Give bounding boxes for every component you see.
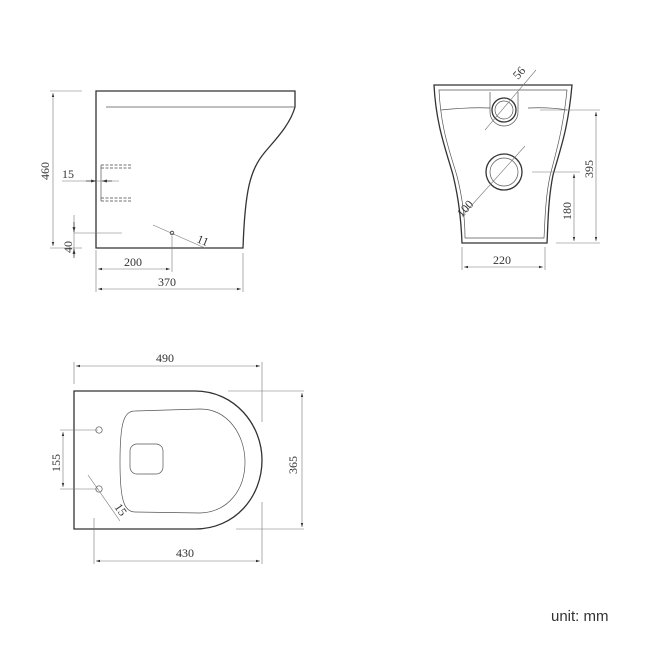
side-view: 460 15 40 11 200 370 bbox=[38, 90, 296, 292]
dim-370-label: 370 bbox=[158, 275, 176, 289]
dim-220-label: 220 bbox=[493, 253, 511, 267]
dim-200-label: 200 bbox=[124, 255, 142, 269]
dim-430-label: 430 bbox=[176, 546, 194, 560]
top-view-outline bbox=[73, 390, 263, 530]
unit-label: unit: mm bbox=[551, 608, 609, 625]
flush-outlet bbox=[129, 443, 164, 475]
dim-15-label: 15 bbox=[62, 167, 74, 181]
dim-155-label: 155 bbox=[49, 454, 63, 472]
side-hole bbox=[169, 230, 175, 236]
dim-395-label: 395 bbox=[582, 160, 596, 178]
back-view-outline bbox=[433, 84, 573, 244]
bowl-outline bbox=[119, 408, 246, 514]
side-view-outline bbox=[95, 90, 296, 249]
pipe-56 bbox=[491, 97, 517, 123]
dim-11-label: 11 bbox=[195, 232, 211, 249]
dim-100-label: 100 bbox=[454, 197, 476, 220]
fixing-dashes bbox=[101, 164, 132, 202]
back-view: 56 100 395 180 220 bbox=[433, 64, 600, 270]
dim-365-label: 365 bbox=[286, 456, 300, 474]
dim-180-label: 180 bbox=[560, 202, 574, 220]
top-view: 490 365 155 15 430 bbox=[49, 351, 304, 564]
dim-460-label: 460 bbox=[38, 162, 52, 180]
dim-56-label: 56 bbox=[510, 64, 528, 82]
pipe-100 bbox=[485, 153, 523, 191]
dim-40-label: 40 bbox=[61, 241, 75, 253]
dim-490-label: 490 bbox=[156, 351, 174, 365]
dim-15-bolt-label: 15 bbox=[112, 501, 130, 519]
